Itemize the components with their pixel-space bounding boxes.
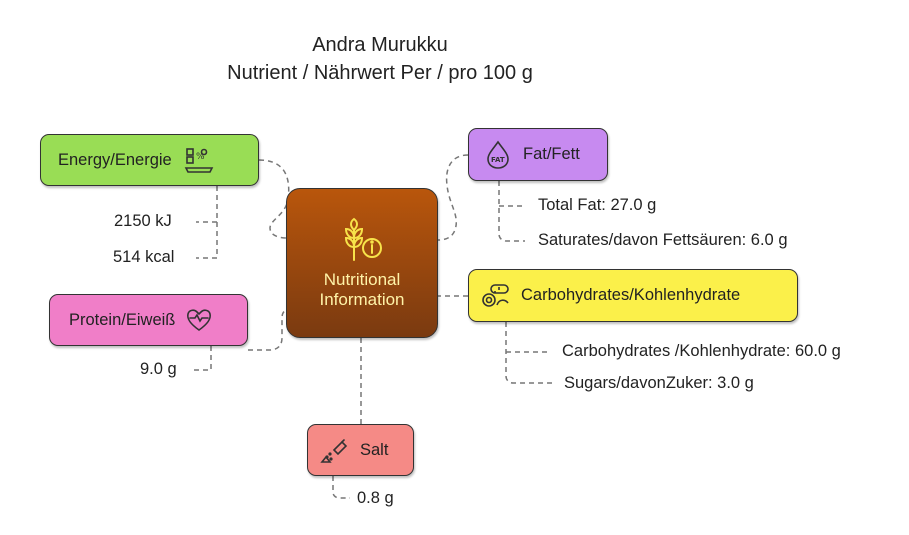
carbs-value-sugars: Sugars/davonZuker: 3.0 g xyxy=(564,374,754,392)
svg-text:FAT: FAT xyxy=(491,156,505,164)
carbs-label: Carbohydrates/Kohlenhydrate xyxy=(521,286,741,304)
salt-value: 0.8 g xyxy=(357,489,394,507)
protein-label: Protein/Eiweiß xyxy=(69,310,176,329)
connector-carbs-values xyxy=(505,322,552,384)
energy-scale-icon: % xyxy=(184,145,214,175)
carbs-node: Carbohydrates/Kohlenhydrate xyxy=(468,269,798,322)
wheat-info-icon xyxy=(338,216,386,264)
connector-salt-values xyxy=(332,476,350,499)
svg-text:%: % xyxy=(196,152,205,162)
center-label-line2: Information xyxy=(319,290,405,309)
fat-drop-icon: FAT xyxy=(485,140,511,170)
center-label-line1: Nutritional xyxy=(323,270,401,289)
connector-protein-values xyxy=(190,346,212,371)
diagram-subtitle: Nutrient / Nährwert Per / pro 100 g xyxy=(227,62,533,84)
bread-icon xyxy=(481,281,511,311)
fat-label: Fat/Fett xyxy=(523,145,580,163)
connector-energy xyxy=(258,159,290,239)
energy-label: Energy/Energie xyxy=(58,150,172,169)
energy-value-kcal: 514 kcal xyxy=(113,248,175,266)
fat-value-saturates: Saturates/davon Fettsäuren: 6.0 g xyxy=(538,231,788,249)
salt-node: Salt xyxy=(307,424,414,476)
fat-value-total: Total Fat: 27.0 g xyxy=(538,196,657,214)
connector-protein xyxy=(248,309,289,351)
salt-shaker-icon xyxy=(320,436,348,464)
carbs-value-total: Carbohydrates /Kohlenhydrate: 60.0 g xyxy=(562,342,841,360)
salt-label: Salt xyxy=(360,440,389,459)
energy-value-kj: 2150 kJ xyxy=(114,212,172,230)
protein-value: 9.0 g xyxy=(140,360,177,378)
protein-node: Protein/Eiweiß xyxy=(49,294,248,346)
fat-node: FAT Fat/Fett xyxy=(468,128,608,181)
diagram-title: Andra Murukku xyxy=(312,34,448,56)
heart-muscle-icon xyxy=(185,306,213,334)
connector-fat xyxy=(437,154,469,241)
connector-energy-values xyxy=(196,186,218,259)
center-node: Nutritional Information xyxy=(286,188,438,338)
energy-node: Energy/Energie % xyxy=(40,134,259,186)
connector-fat-values xyxy=(498,181,525,242)
